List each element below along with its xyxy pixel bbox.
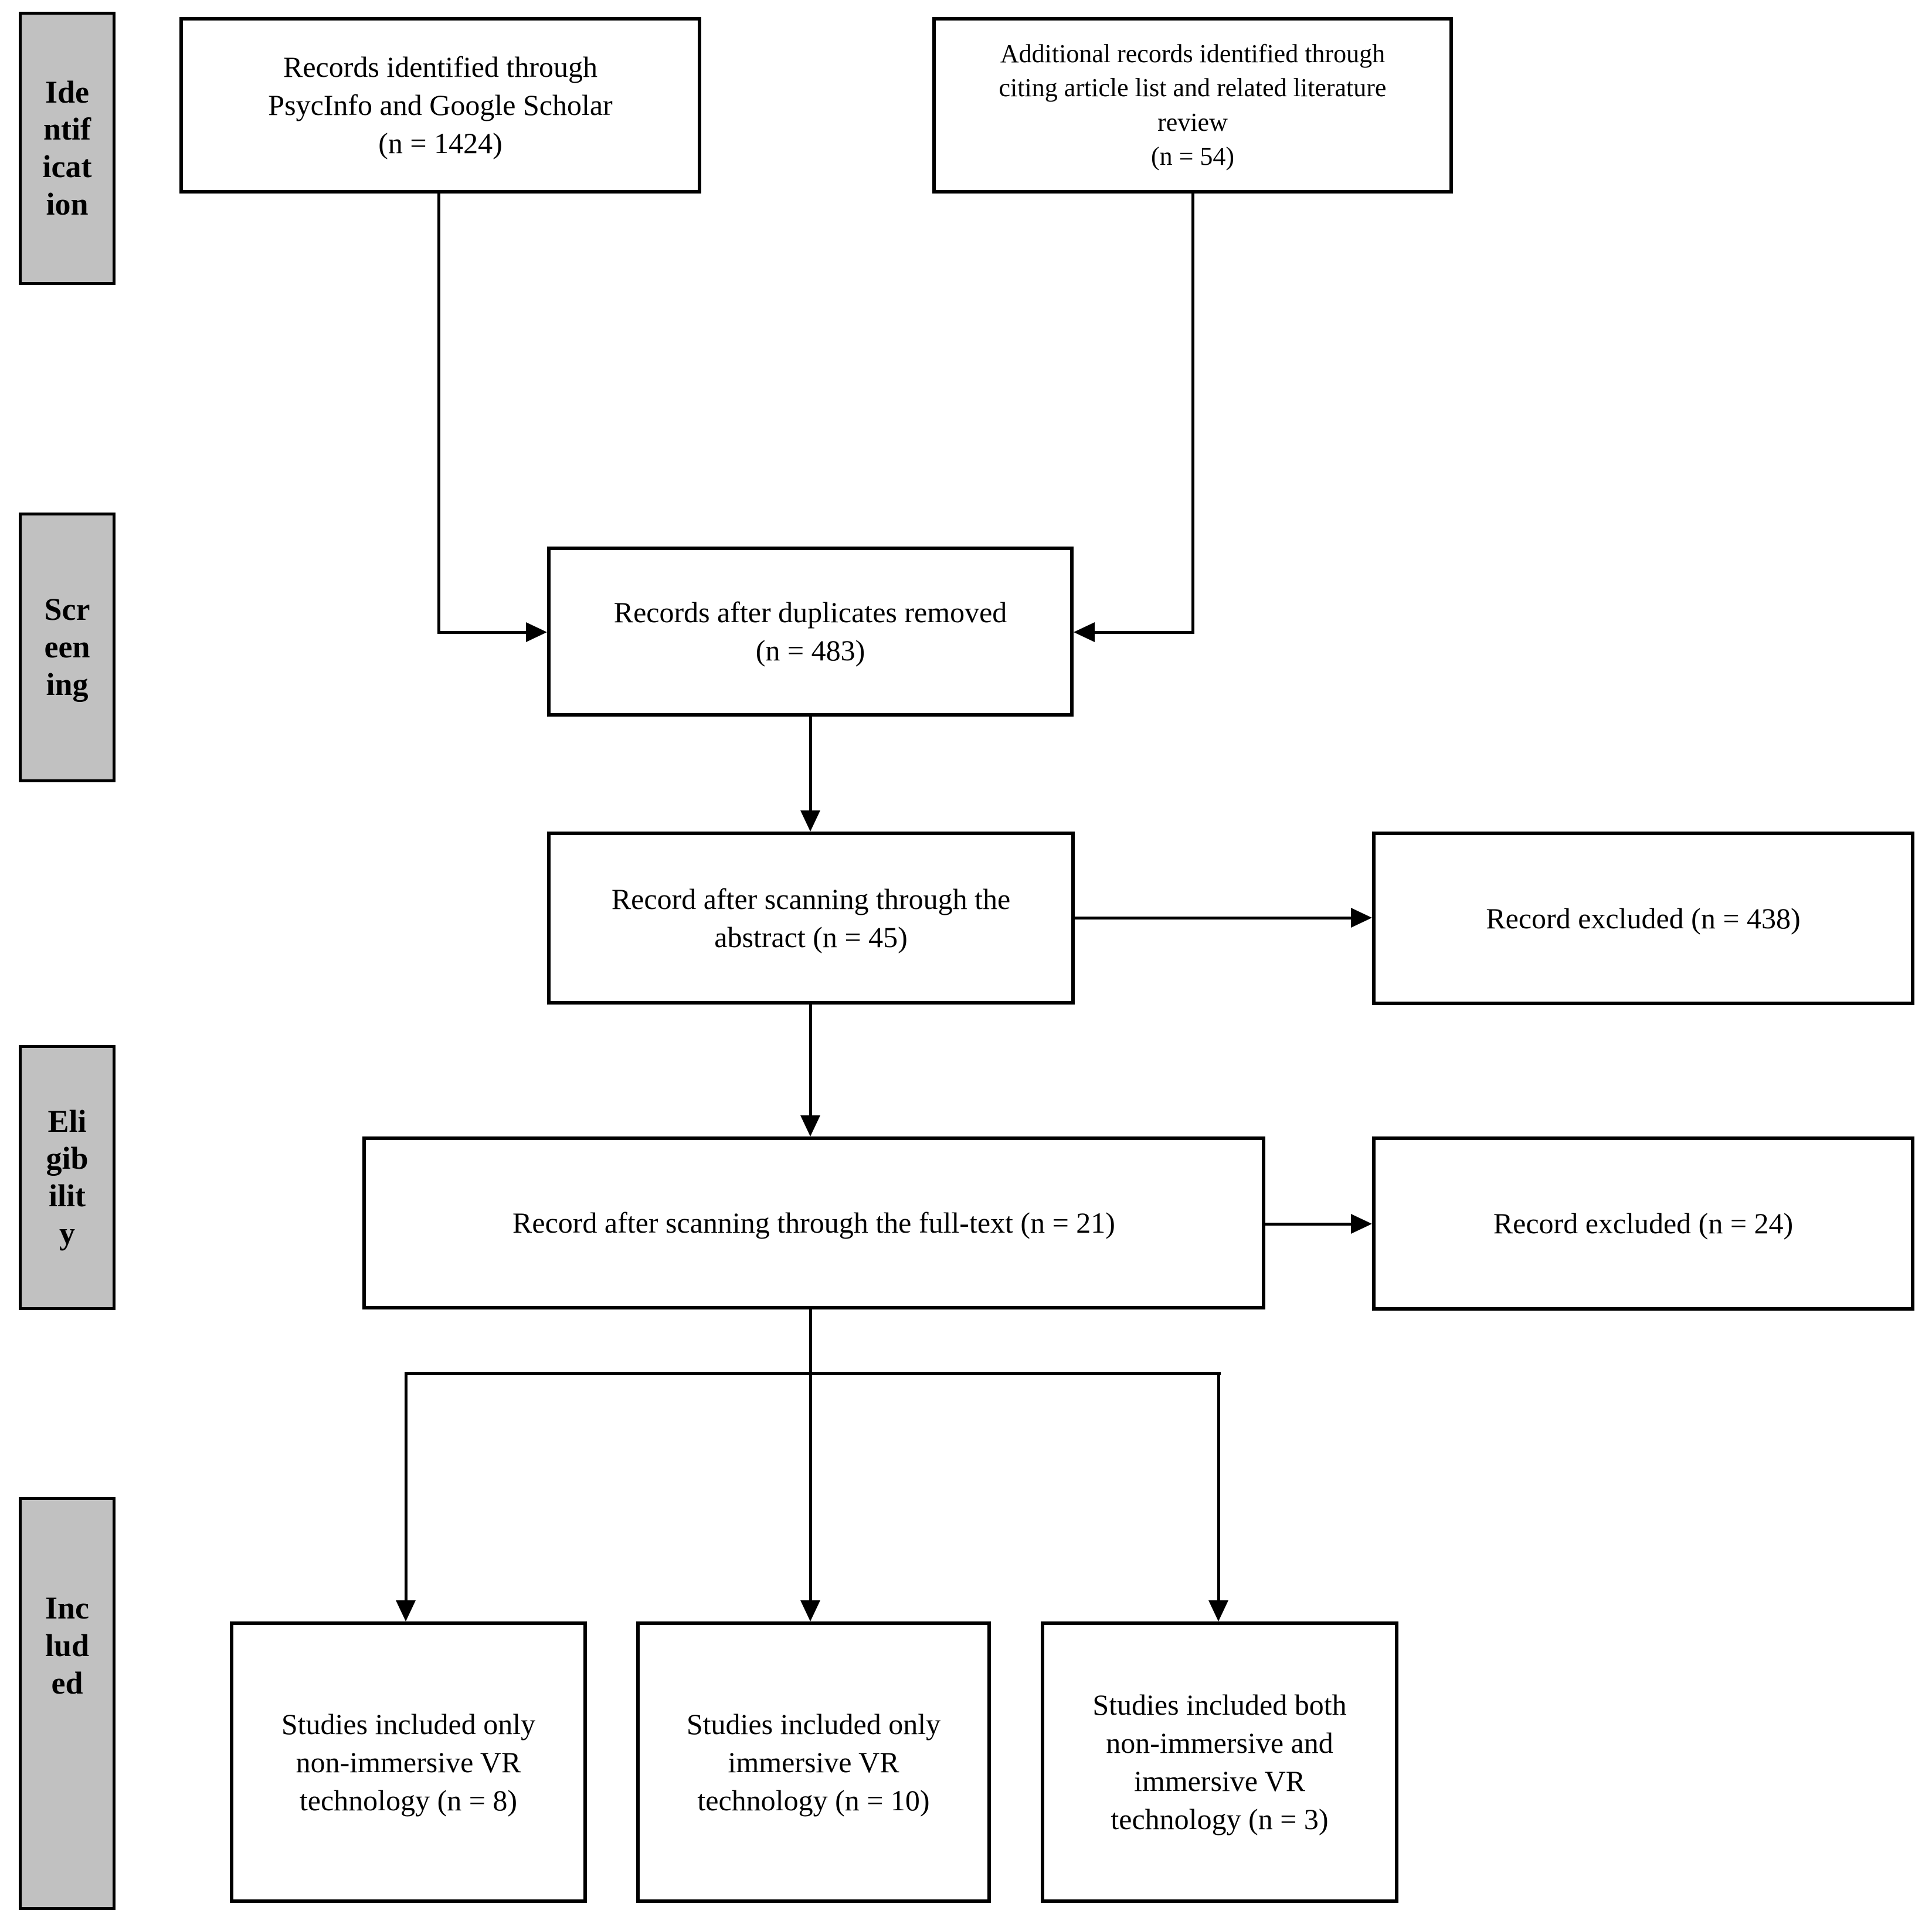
arrowhead-into-duplicates-left-icon: [526, 622, 547, 642]
node-excluded-fulltext-text: Record excluded (n = 24): [1493, 1207, 1794, 1240]
node-included-immersive: Studies included only immersive VR techn…: [636, 1621, 991, 1903]
node-included-non-immersive-text: Studies included only non-immersive VR t…: [281, 1707, 536, 1817]
node-included-immersive-text: Studies included only immersive VR techn…: [686, 1707, 941, 1817]
node-fulltext-screened: Record after scanning through the full-t…: [362, 1136, 1265, 1309]
connector-identified-vertical: [437, 194, 440, 633]
node-additional-records: Additional records identified through ci…: [932, 17, 1453, 194]
node-included-both: Studies included both non-immersive and …: [1041, 1621, 1398, 1903]
arrowhead-into-excluded-abstract-icon: [1351, 908, 1372, 928]
connector-branch-left-vertical: [405, 1372, 408, 1602]
stage-label-identification: Ide ntif icat ion: [42, 74, 92, 222]
stage-bar-identification: Ide ntif icat ion: [19, 12, 116, 285]
connector-branch-horizontal: [405, 1372, 1221, 1375]
node-abstract-screened: Record after scanning through the abstra…: [547, 832, 1075, 1005]
node-duplicates-removed: Records after duplicates removed (n = 48…: [547, 547, 1074, 717]
arrowhead-into-excluded-fulltext-icon: [1351, 1214, 1372, 1234]
node-excluded-abstract: Record excluded (n = 438): [1372, 832, 1914, 1005]
node-records-identified-text: Records identified through PsycInfo and …: [268, 50, 613, 160]
connector-fulltext-to-excluded: [1265, 1223, 1352, 1226]
arrowhead-into-immersive-icon: [800, 1600, 820, 1621]
stage-label-screening: Scr een ing: [44, 592, 90, 702]
node-duplicates-removed-text: Records after duplicates removed (n = 48…: [613, 596, 1007, 667]
node-excluded-fulltext: Record excluded (n = 24): [1372, 1136, 1914, 1311]
stage-label-included: Inc lud ed: [45, 1590, 90, 1701]
arrowhead-into-duplicates-right-icon: [1074, 622, 1095, 642]
connector-abstract-to-fulltext: [809, 1005, 812, 1117]
node-included-both-text: Studies included both non-immersive and …: [1092, 1688, 1347, 1835]
node-abstract-screened-text: Record after scanning through the abstra…: [611, 882, 1011, 954]
connector-fulltext-to-immersive-vertical: [809, 1309, 812, 1602]
stage-bar-screening: Scr een ing: [19, 513, 116, 782]
node-additional-records-text: Additional records identified through ci…: [999, 39, 1387, 171]
stage-bar-eligibility: Eli gib ilit y: [19, 1045, 116, 1310]
stage-label-eligibility: Eli gib ilit y: [46, 1103, 89, 1251]
arrowhead-into-non-immersive-icon: [396, 1600, 416, 1621]
connector-identified-horizontal: [437, 631, 528, 634]
connector-abstract-to-excluded: [1075, 917, 1352, 920]
arrowhead-into-both-icon: [1208, 1600, 1228, 1621]
node-fulltext-screened-text: Record after scanning through the full-t…: [512, 1206, 1115, 1239]
stage-bar-included: Inc lud ed: [19, 1497, 116, 1910]
arrowhead-into-abstract-icon: [800, 810, 820, 832]
node-excluded-abstract-text: Record excluded (n = 438): [1486, 901, 1801, 935]
connector-branch-right-vertical: [1217, 1372, 1220, 1602]
node-records-identified: Records identified through PsycInfo and …: [179, 17, 701, 194]
connector-duplicates-to-abstract: [809, 717, 812, 812]
connector-additional-vertical: [1191, 194, 1194, 633]
node-included-non-immersive: Studies included only non-immersive VR t…: [230, 1621, 587, 1903]
arrowhead-into-fulltext-icon: [800, 1115, 820, 1136]
connector-additional-horizontal: [1094, 631, 1194, 634]
